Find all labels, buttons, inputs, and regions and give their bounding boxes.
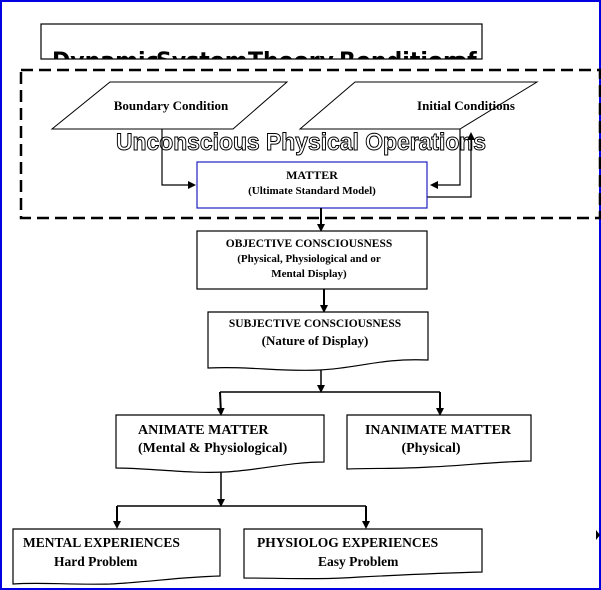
- boundary-to-matter-arrow: [161, 129, 196, 189]
- animate-title: ANIMATE MATTER: [138, 423, 269, 438]
- title-box: Dynamic System Theory Rendition of: [40, 23, 483, 74]
- subjective-subtitle: (Nature of Display): [262, 333, 369, 348]
- objective-consciousness-node: OBJECTIVE CONSCIOUSNESS (Physical, Physi…: [196, 230, 428, 290]
- title-word: System: [156, 49, 248, 74]
- mental-experiences-node: MENTAL EXPERIENCES Hard Problem: [12, 528, 221, 585]
- initial-to-matter-arrow: [430, 129, 461, 189]
- mental-subtitle: Hard Problem: [54, 554, 138, 569]
- inanimate-subtitle: (Physical): [401, 441, 460, 456]
- region-label: Unconscious Physical Operations: [116, 129, 486, 156]
- subjective-title: SUBJECTIVE CONSCIOUSNESS: [229, 318, 401, 330]
- animate-subtitle: (Mental & Physiological): [138, 441, 288, 456]
- animate-matter-node: ANIMATE MATTER (Mental & Physiological): [115, 414, 325, 473]
- matter-node: MATTER (Ultimate Standard Model): [196, 161, 428, 209]
- objective-line2: (Physical, Physiological and or: [237, 253, 381, 265]
- subjective-split-connector: [216, 370, 444, 416]
- mental-title: MENTAL EXPERIENCES: [23, 535, 180, 550]
- matter-feedback-arrow: [427, 132, 475, 198]
- objective-line3: Mental Display): [271, 268, 347, 280]
- title-word: Rendition: [339, 49, 459, 74]
- title-word: of: [452, 49, 477, 74]
- physiolog-title: PHYSIOLOG EXPERIENCES: [257, 535, 438, 550]
- physiolog-subtitle: Easy Problem: [318, 554, 399, 569]
- title-word: Dynamic: [52, 49, 159, 74]
- physiolog-experiences-node: PHYSIOLOG EXPERIENCES Easy Problem: [243, 528, 483, 580]
- subjective-consciousness-node: SUBJECTIVE CONSCIOUSNESS (Nature of Disp…: [207, 311, 429, 371]
- objective-title: OBJECTIVE CONSCIOUSNESS: [226, 238, 392, 250]
- initial-conditions-input: Initial Conditions: [298, 81, 539, 130]
- unconscious-region-boundary: [19, 68, 601, 220]
- initial-conditions-label: Initial Conditions: [417, 98, 515, 113]
- edge-arrow-tip: [596, 530, 600, 540]
- inanimate-title: INANIMATE MATTER: [365, 423, 512, 438]
- inanimate-matter-node: INANIMATE MATTER (Physical): [346, 414, 532, 470]
- animate-split-connector: [113, 472, 370, 529]
- matter-title: MATTER: [286, 168, 338, 182]
- matter-subtitle: (Ultimate Standard Model): [248, 185, 376, 197]
- boundary-condition-label: Boundary Condition: [114, 98, 229, 113]
- boundary-condition-input: Boundary Condition: [50, 81, 289, 130]
- title-word: Theory: [248, 49, 334, 74]
